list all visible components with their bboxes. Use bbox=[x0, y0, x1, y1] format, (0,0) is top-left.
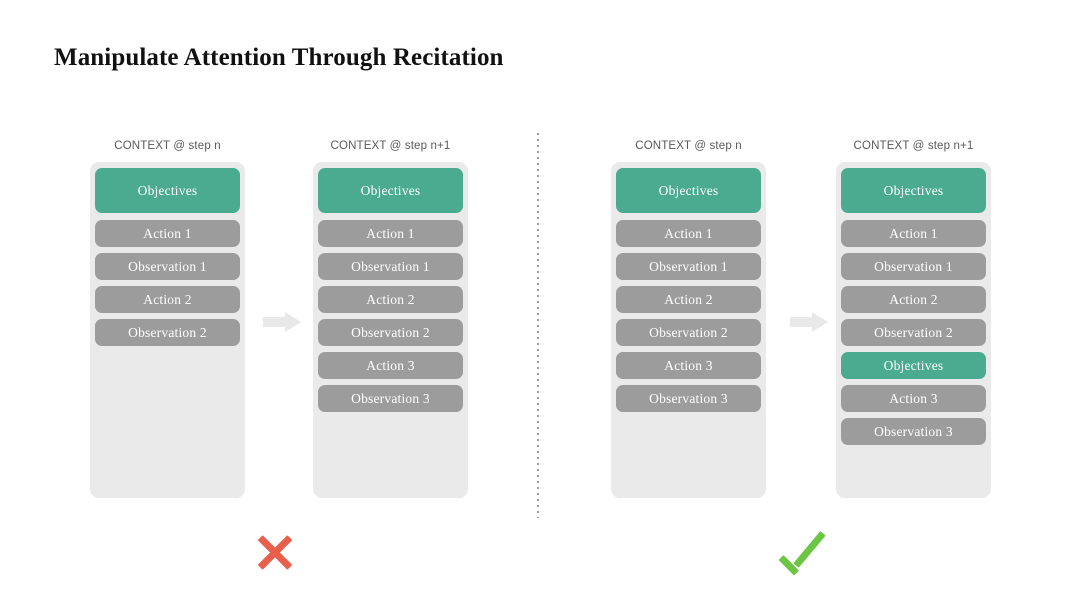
arrow-head bbox=[285, 312, 301, 332]
context-chip: Objectives bbox=[616, 168, 761, 213]
context-chip: Observation 2 bbox=[318, 319, 463, 346]
context-chip: Action 1 bbox=[841, 220, 986, 247]
panel-divider bbox=[537, 133, 539, 518]
context-chip: Observation 2 bbox=[841, 319, 986, 346]
context-chip: Objectives bbox=[318, 168, 463, 213]
check-stroke-long bbox=[793, 531, 826, 568]
context-chip: Objectives bbox=[95, 168, 240, 213]
context-chip: Action 2 bbox=[95, 286, 240, 313]
transition-arrow-bad bbox=[263, 312, 301, 332]
check-icon bbox=[775, 522, 835, 582]
context-chip: Observation 1 bbox=[841, 253, 986, 280]
context-chip: Action 3 bbox=[841, 385, 986, 412]
context-chip: Observation 1 bbox=[616, 253, 761, 280]
context-chip: Observation 3 bbox=[318, 385, 463, 412]
context-chip: Action 2 bbox=[616, 286, 761, 313]
context-chip: Action 2 bbox=[841, 286, 986, 313]
context-chip: Observation 2 bbox=[95, 319, 240, 346]
arrow-shaft bbox=[790, 317, 814, 327]
transition-arrow-good bbox=[790, 312, 828, 332]
context-chip: Observation 1 bbox=[318, 253, 463, 280]
context-chip: Observation 3 bbox=[841, 418, 986, 445]
context-chip: Action 1 bbox=[616, 220, 761, 247]
column-label: CONTEXT @ step n bbox=[635, 140, 742, 152]
context-chip: Action 2 bbox=[318, 286, 463, 313]
context-chip: Objectives bbox=[841, 352, 986, 379]
page-title: Manipulate Attention Through Recitation bbox=[54, 44, 504, 71]
arrow-head bbox=[812, 312, 828, 332]
arrow-shaft bbox=[263, 317, 287, 327]
context-chip: Observation 2 bbox=[616, 319, 761, 346]
column-label: CONTEXT @ step n bbox=[114, 140, 221, 152]
context-chip: Action 3 bbox=[616, 352, 761, 379]
column-label: CONTEXT @ step n+1 bbox=[330, 140, 451, 152]
column-label: CONTEXT @ step n+1 bbox=[853, 140, 974, 152]
context-chip: Action 1 bbox=[95, 220, 240, 247]
cross-icon bbox=[245, 522, 305, 582]
context-chip: Action 1 bbox=[318, 220, 463, 247]
context-chip: Objectives bbox=[841, 168, 986, 213]
context-chip: Observation 3 bbox=[616, 385, 761, 412]
context-chip: Action 3 bbox=[318, 352, 463, 379]
context-chip: Observation 1 bbox=[95, 253, 240, 280]
